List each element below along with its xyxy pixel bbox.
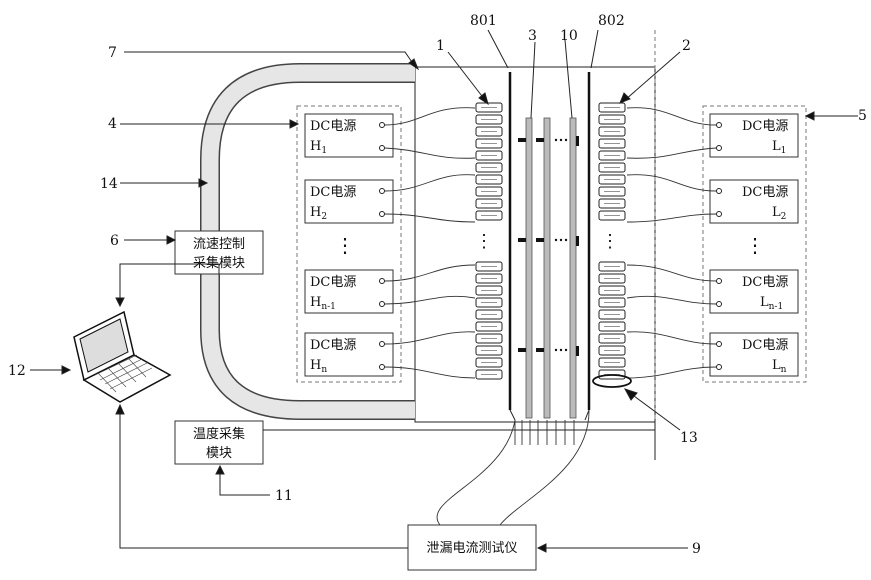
- temperature-module: 温度采集 模块: [175, 421, 263, 464]
- label-2: 2: [682, 38, 691, 54]
- label-10: 10: [560, 28, 578, 44]
- left-dc-supply: DC电源 Hn-1: [305, 270, 393, 313]
- dc-label: DC电源: [310, 119, 356, 134]
- dc-label: DC电源: [310, 185, 356, 200]
- label-3: 3: [528, 28, 537, 44]
- right-dc-supply: DC电源 Ln-1: [710, 270, 798, 313]
- right-stack-ellipsis: ⋮: [601, 231, 619, 252]
- dc-label: DC电源: [742, 119, 788, 134]
- label-7: 7: [108, 45, 117, 61]
- laptop-icon: [74, 312, 170, 402]
- label-9: 9: [692, 541, 701, 557]
- label-13: 13: [680, 430, 698, 446]
- temp-module-text-2: 模块: [206, 446, 232, 461]
- right-dc-supply: DC电源 L1: [710, 114, 798, 157]
- dc-label: DC电源: [742, 338, 788, 353]
- temp-module-text-1: 温度采集: [193, 426, 245, 442]
- label-1: 1: [436, 38, 445, 54]
- label-12: 12: [8, 363, 26, 379]
- leakage-tester-text: 泄漏电流测试仪: [426, 540, 517, 556]
- left-dc-supply: DC电源 H2: [305, 180, 393, 223]
- left-stack-ellipsis: ⋮: [475, 231, 493, 252]
- dc-label: DC电源: [742, 275, 788, 290]
- label-802: 802: [598, 13, 625, 29]
- flow-module-text-1: 流速控制: [193, 237, 245, 252]
- dc-label: DC电源: [310, 338, 356, 353]
- right-dc-supply: DC电源 L2: [710, 180, 798, 223]
- dc-label: DC电源: [310, 275, 356, 290]
- dc-label: DC电源: [742, 185, 788, 200]
- left-dc-supply: DC电源 Hn: [305, 333, 393, 376]
- label-14: 14: [100, 176, 118, 192]
- left-supply-ellipsis: ⋮: [335, 233, 355, 257]
- label-11: 11: [275, 488, 293, 504]
- right-supply-ellipsis: ⋮: [745, 233, 765, 257]
- main-frame: [415, 30, 655, 460]
- right-dc-supply: DC电源 Ln: [710, 333, 798, 376]
- sample-plates: [515, 118, 579, 445]
- supply-wires: [385, 108, 716, 378]
- label-6: 6: [110, 233, 119, 249]
- label-801: 801: [470, 13, 497, 29]
- left-dc-supply: DC电源 H1: [305, 114, 393, 157]
- leakage-tester: 泄漏电流测试仪: [408, 525, 536, 570]
- label-5: 5: [858, 108, 867, 124]
- label-4: 4: [108, 116, 117, 132]
